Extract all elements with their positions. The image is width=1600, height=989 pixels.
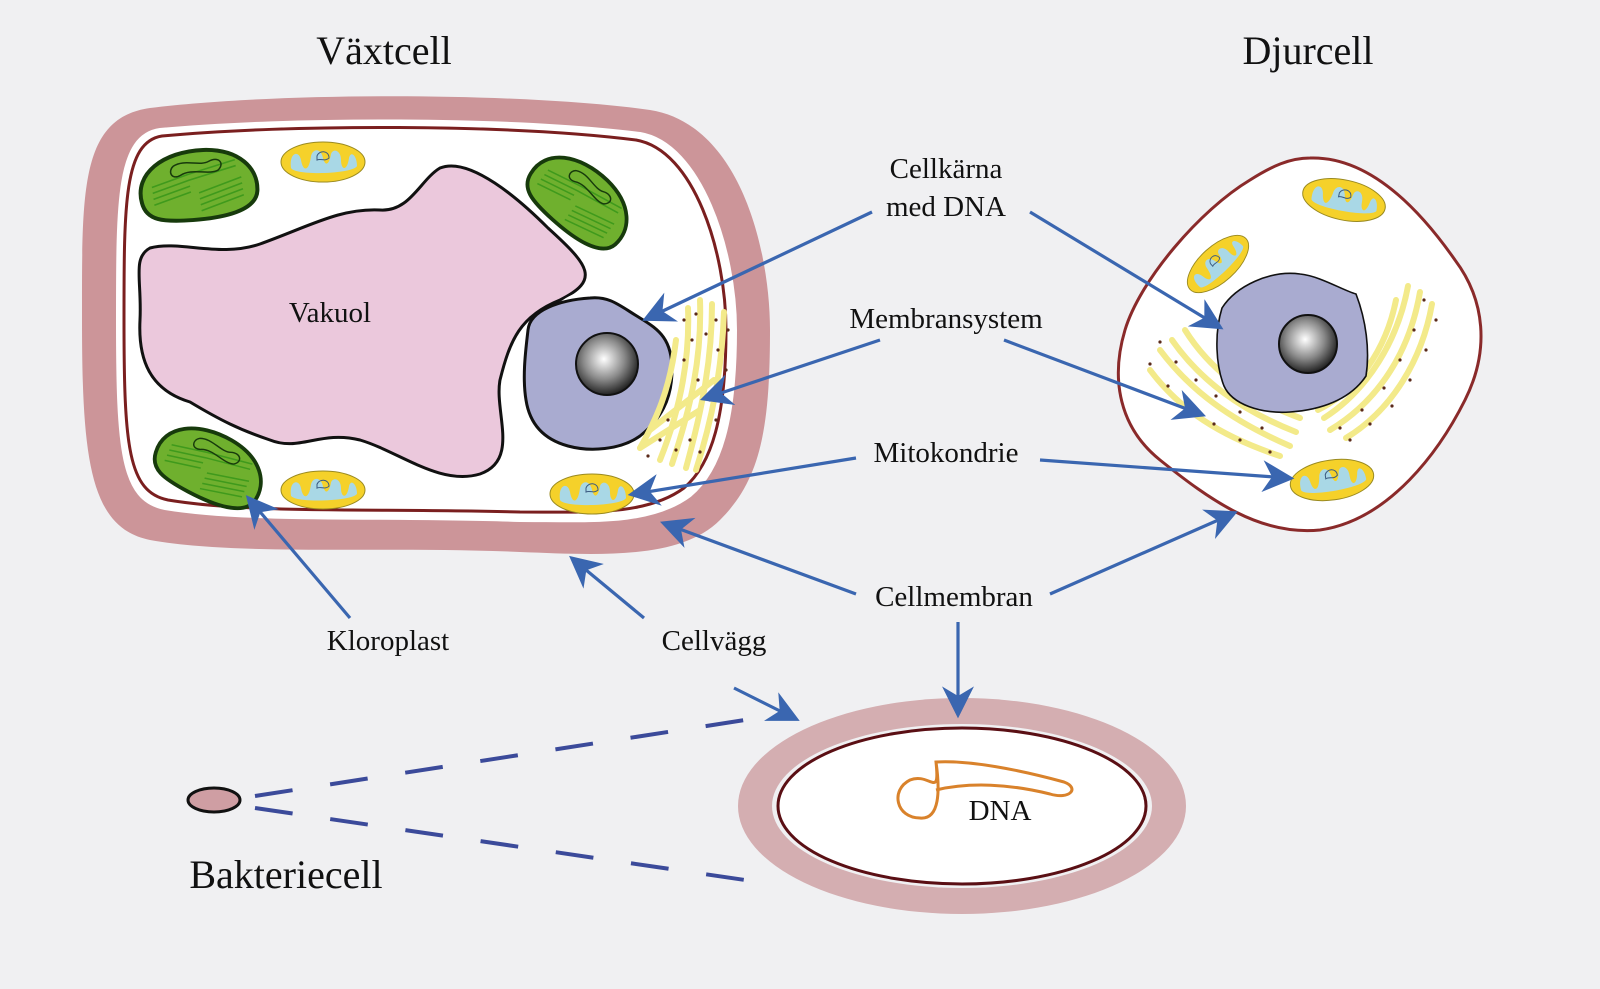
zoom-line-bottom bbox=[254, 806, 746, 882]
mitochondrion-bottom-right bbox=[549, 473, 635, 515]
arrow-nucleus-animal bbox=[1029, 210, 1224, 330]
arrow-membrane-system-animal bbox=[1003, 338, 1206, 420]
plant-cell-membrane bbox=[122, 125, 728, 514]
pointer-arrows bbox=[245, 210, 1295, 721]
label-membrane-system: Membransystem bbox=[849, 303, 1043, 335]
animal-nucleolus bbox=[1278, 314, 1338, 374]
bacteria-dna-strand bbox=[896, 760, 1074, 820]
arrow-cell-wall-bacteria bbox=[733, 686, 800, 721]
label-cell-wall: Cellvägg bbox=[662, 625, 767, 657]
arrow-nucleus-plant bbox=[642, 210, 873, 322]
label-vacuole: Vakuol bbox=[289, 297, 371, 329]
arrow-mitochondrion-animal bbox=[1039, 458, 1295, 493]
mitochondrion-bottom-left bbox=[280, 470, 366, 510]
plant-nucleolus bbox=[575, 332, 639, 396]
mitochondrion-top bbox=[280, 141, 366, 183]
bacteria-cell-membrane bbox=[776, 726, 1148, 886]
arrow-membrane-system-plant bbox=[699, 338, 881, 406]
animal-cell bbox=[1116, 156, 1483, 533]
vacuole bbox=[137, 164, 587, 478]
title-bacteria-cell: Bakteriecell bbox=[189, 852, 382, 897]
arrow-cell-membrane-plant bbox=[659, 517, 857, 596]
arrow-cell-wall-plant bbox=[569, 555, 646, 620]
bacteria-small bbox=[186, 786, 242, 814]
arrow-cell-membrane-animal bbox=[1049, 509, 1238, 596]
arrow-chloroplast bbox=[245, 495, 352, 620]
plant-ribosome-dots bbox=[646, 312, 730, 458]
label-mitochondrion: Mitokondrie bbox=[874, 437, 1019, 469]
arrow-mitochondrion-plant bbox=[627, 456, 857, 506]
label-dna: DNA bbox=[969, 795, 1032, 827]
bacteria-cell: DNA bbox=[186, 698, 1186, 914]
plant-cell: Vakuol bbox=[81, 96, 771, 554]
label-nucleus-line1: Cellkärna bbox=[890, 153, 1003, 185]
animal-membrane-system-right bbox=[1315, 283, 1435, 441]
title-plant-cell: Växtcell bbox=[316, 28, 452, 73]
label-nucleus-line2: med DNA bbox=[886, 191, 1006, 223]
title-animal-cell: Djurcell bbox=[1242, 28, 1373, 73]
zoom-line-top bbox=[254, 718, 746, 798]
label-cell-membrane: Cellmembran bbox=[875, 581, 1033, 613]
label-chloroplast: Kloroplast bbox=[327, 625, 449, 657]
